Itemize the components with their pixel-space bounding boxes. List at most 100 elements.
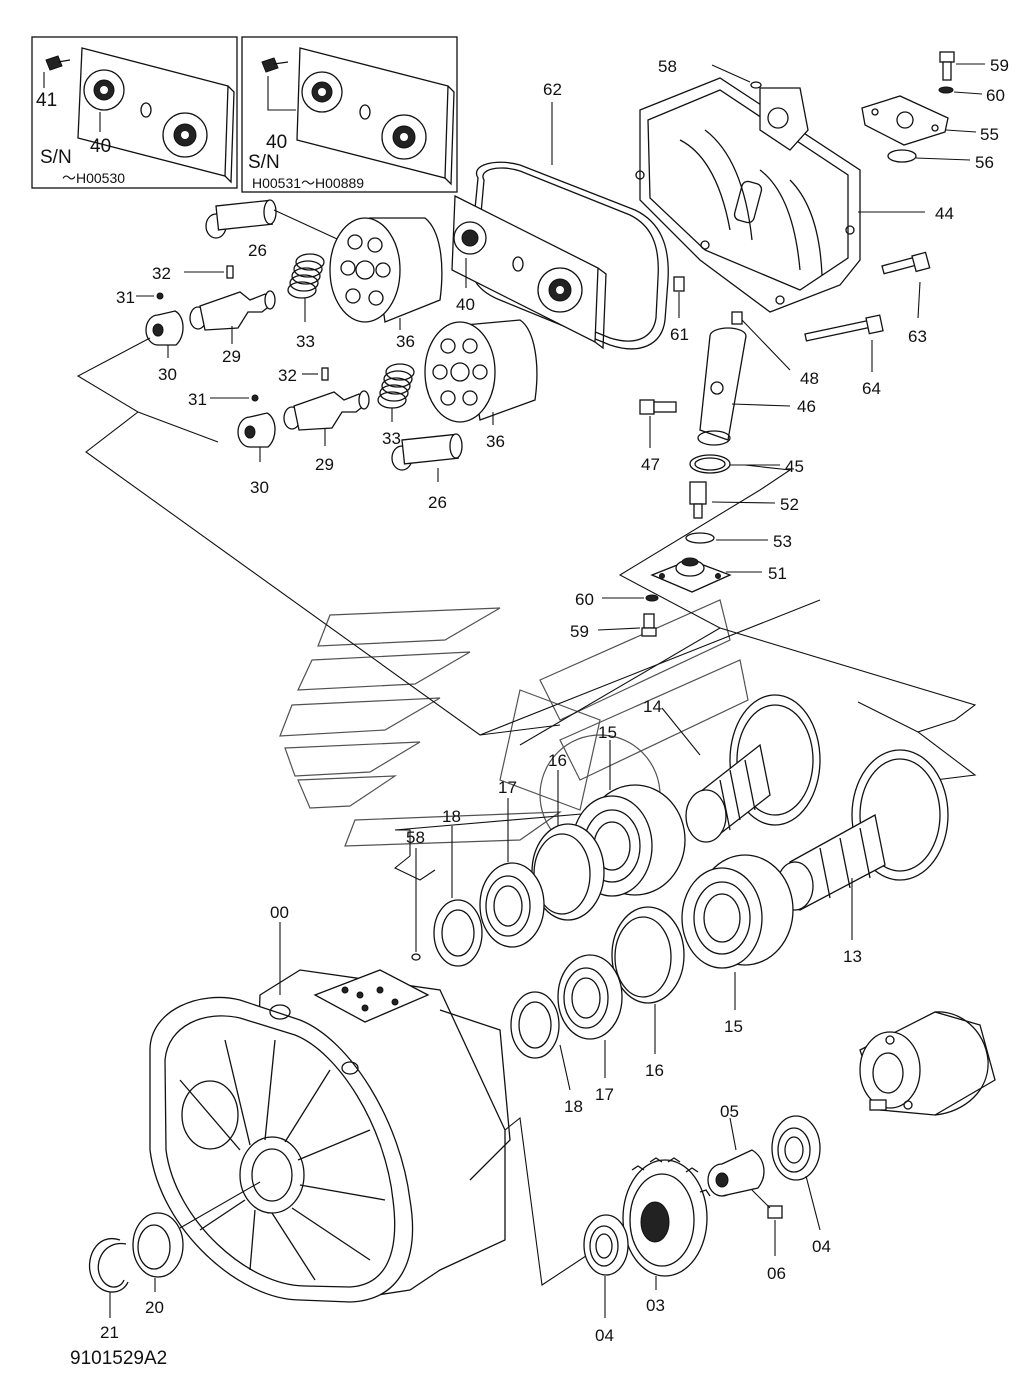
leader-46: [731, 403, 791, 407]
valve-plate-part-40-inset-left: [77, 47, 235, 184]
callout-14: 14: [643, 697, 662, 716]
callout-59: 59: [570, 622, 589, 641]
callout-58-top: 58: [658, 57, 677, 76]
callout-20: 20: [145, 1298, 164, 1317]
washer-part-60: [645, 594, 659, 602]
gear-part-03: [622, 1157, 711, 1277]
callout-13: 13: [843, 947, 862, 966]
callout-03: 03: [646, 1296, 665, 1315]
drawing-number: 9101529A2: [70, 1348, 167, 1369]
callout-06: 06: [767, 1264, 786, 1283]
leader-60-top: [953, 91, 983, 95]
callout-18: 18: [564, 1097, 583, 1116]
bolt-part-64: [804, 314, 884, 342]
ball-part-31-top: [156, 292, 164, 300]
callout-04-right: 04: [812, 1237, 831, 1256]
pump-housing-part-44: [635, 77, 861, 313]
oil-seal-part-20: [132, 1212, 184, 1278]
callout-16-top: 16: [548, 751, 567, 770]
callout-40-inset-left: 40: [90, 136, 111, 157]
piston-part-26: [391, 433, 463, 471]
plug-part-41: [45, 55, 71, 71]
leader-63: [917, 281, 921, 319]
callout-60: 60: [575, 590, 594, 609]
leader-casing-to-gear: [504, 1116, 596, 1286]
sn-range-right: H00531～H00889: [252, 175, 364, 191]
callout-21: 21: [100, 1323, 119, 1342]
lock-nut-part-18-top: [433, 899, 483, 967]
washer-part-60-top: [938, 86, 954, 94]
callout-26: 26: [428, 493, 447, 512]
piston-part-26-top: [205, 199, 277, 239]
callout-58: 58: [406, 828, 425, 847]
leader-56: [915, 157, 971, 161]
drive-shaft-part-14: [685, 694, 821, 843]
callout-30: 30: [250, 478, 269, 497]
inset-left: 41 40 S/N ～H00530: [31, 36, 238, 189]
seat-part-30-top: [145, 310, 184, 346]
grouping-lines: [76, 337, 977, 881]
callout-33-top: 33: [296, 332, 315, 351]
callout-47: 47: [641, 455, 660, 474]
callout-18-top: 18: [442, 807, 461, 826]
plug-part-47: [639, 399, 677, 415]
o-ring-part-45: [689, 454, 731, 474]
bearing-part-17: [557, 954, 623, 1040]
retainer-part-16: [611, 906, 685, 1004]
valve-plate-part-40: [451, 194, 607, 350]
cover-part-51: [650, 557, 732, 593]
leader-40-inset-right: [267, 76, 296, 111]
callout-61: 61: [670, 325, 689, 344]
callout-48: 48: [800, 369, 819, 388]
callout-46: 46: [797, 397, 816, 416]
callout-26-top: 26: [248, 241, 267, 260]
callout-29: 29: [315, 455, 334, 474]
leader-52: [711, 501, 776, 504]
bearing-part-04-bottom: [583, 1214, 629, 1276]
leader-seal-to-casing: [179, 1181, 261, 1229]
callout-05: 05: [720, 1102, 739, 1121]
callout-32: 32: [278, 366, 297, 385]
leader-14: [661, 707, 701, 756]
sn-label-left: S/N: [40, 147, 72, 168]
leader-59: [597, 627, 641, 631]
callout-44: 44: [935, 204, 954, 223]
sn-label-right: S/N: [248, 152, 280, 173]
callout-36-top: 36: [396, 332, 415, 351]
callout-29-top: 29: [222, 347, 241, 366]
pin-part-32: [321, 367, 329, 381]
callout-15: 15: [724, 1017, 743, 1036]
pilot-pump: [859, 1011, 996, 1116]
callout-33: 33: [382, 429, 401, 448]
servo-sleeve-part-46: [697, 327, 747, 446]
callout-16: 16: [645, 1061, 664, 1080]
callout-17: 17: [595, 1085, 614, 1104]
callout-36: 36: [486, 432, 505, 451]
pin-part-61: [673, 276, 685, 292]
o-ring-part-58-top: [750, 81, 762, 89]
coupling-part-05: [707, 1149, 765, 1197]
snap-ring-part-21: [88, 1237, 129, 1293]
callout-60-top: 60: [986, 86, 1005, 105]
callout-31: 31: [188, 390, 207, 409]
bolt-part-63: [881, 251, 931, 275]
callout-32-top: 32: [152, 264, 171, 283]
callout-17-top: 17: [498, 778, 517, 797]
guide-part-29-top: [189, 290, 276, 331]
spring-part-33: [377, 363, 415, 409]
callout-04-bottom: 04: [595, 1326, 614, 1345]
callout-40-inset-right: 40: [266, 132, 287, 153]
leader-26-top: [273, 209, 349, 245]
callout-30-top: 30: [158, 365, 177, 384]
leader-58-top: [711, 64, 751, 83]
leader-05: [729, 1117, 737, 1151]
leader-48: [741, 319, 791, 371]
watermark-logo: [279, 599, 749, 856]
cylinder-block-part-36: [424, 319, 538, 423]
callout-56: 56: [975, 153, 994, 172]
bearing-part-04-right: [771, 1115, 821, 1181]
callout-31-top: 31: [116, 288, 135, 307]
cover-part-55: [861, 95, 949, 146]
callout-55: 55: [980, 125, 999, 144]
